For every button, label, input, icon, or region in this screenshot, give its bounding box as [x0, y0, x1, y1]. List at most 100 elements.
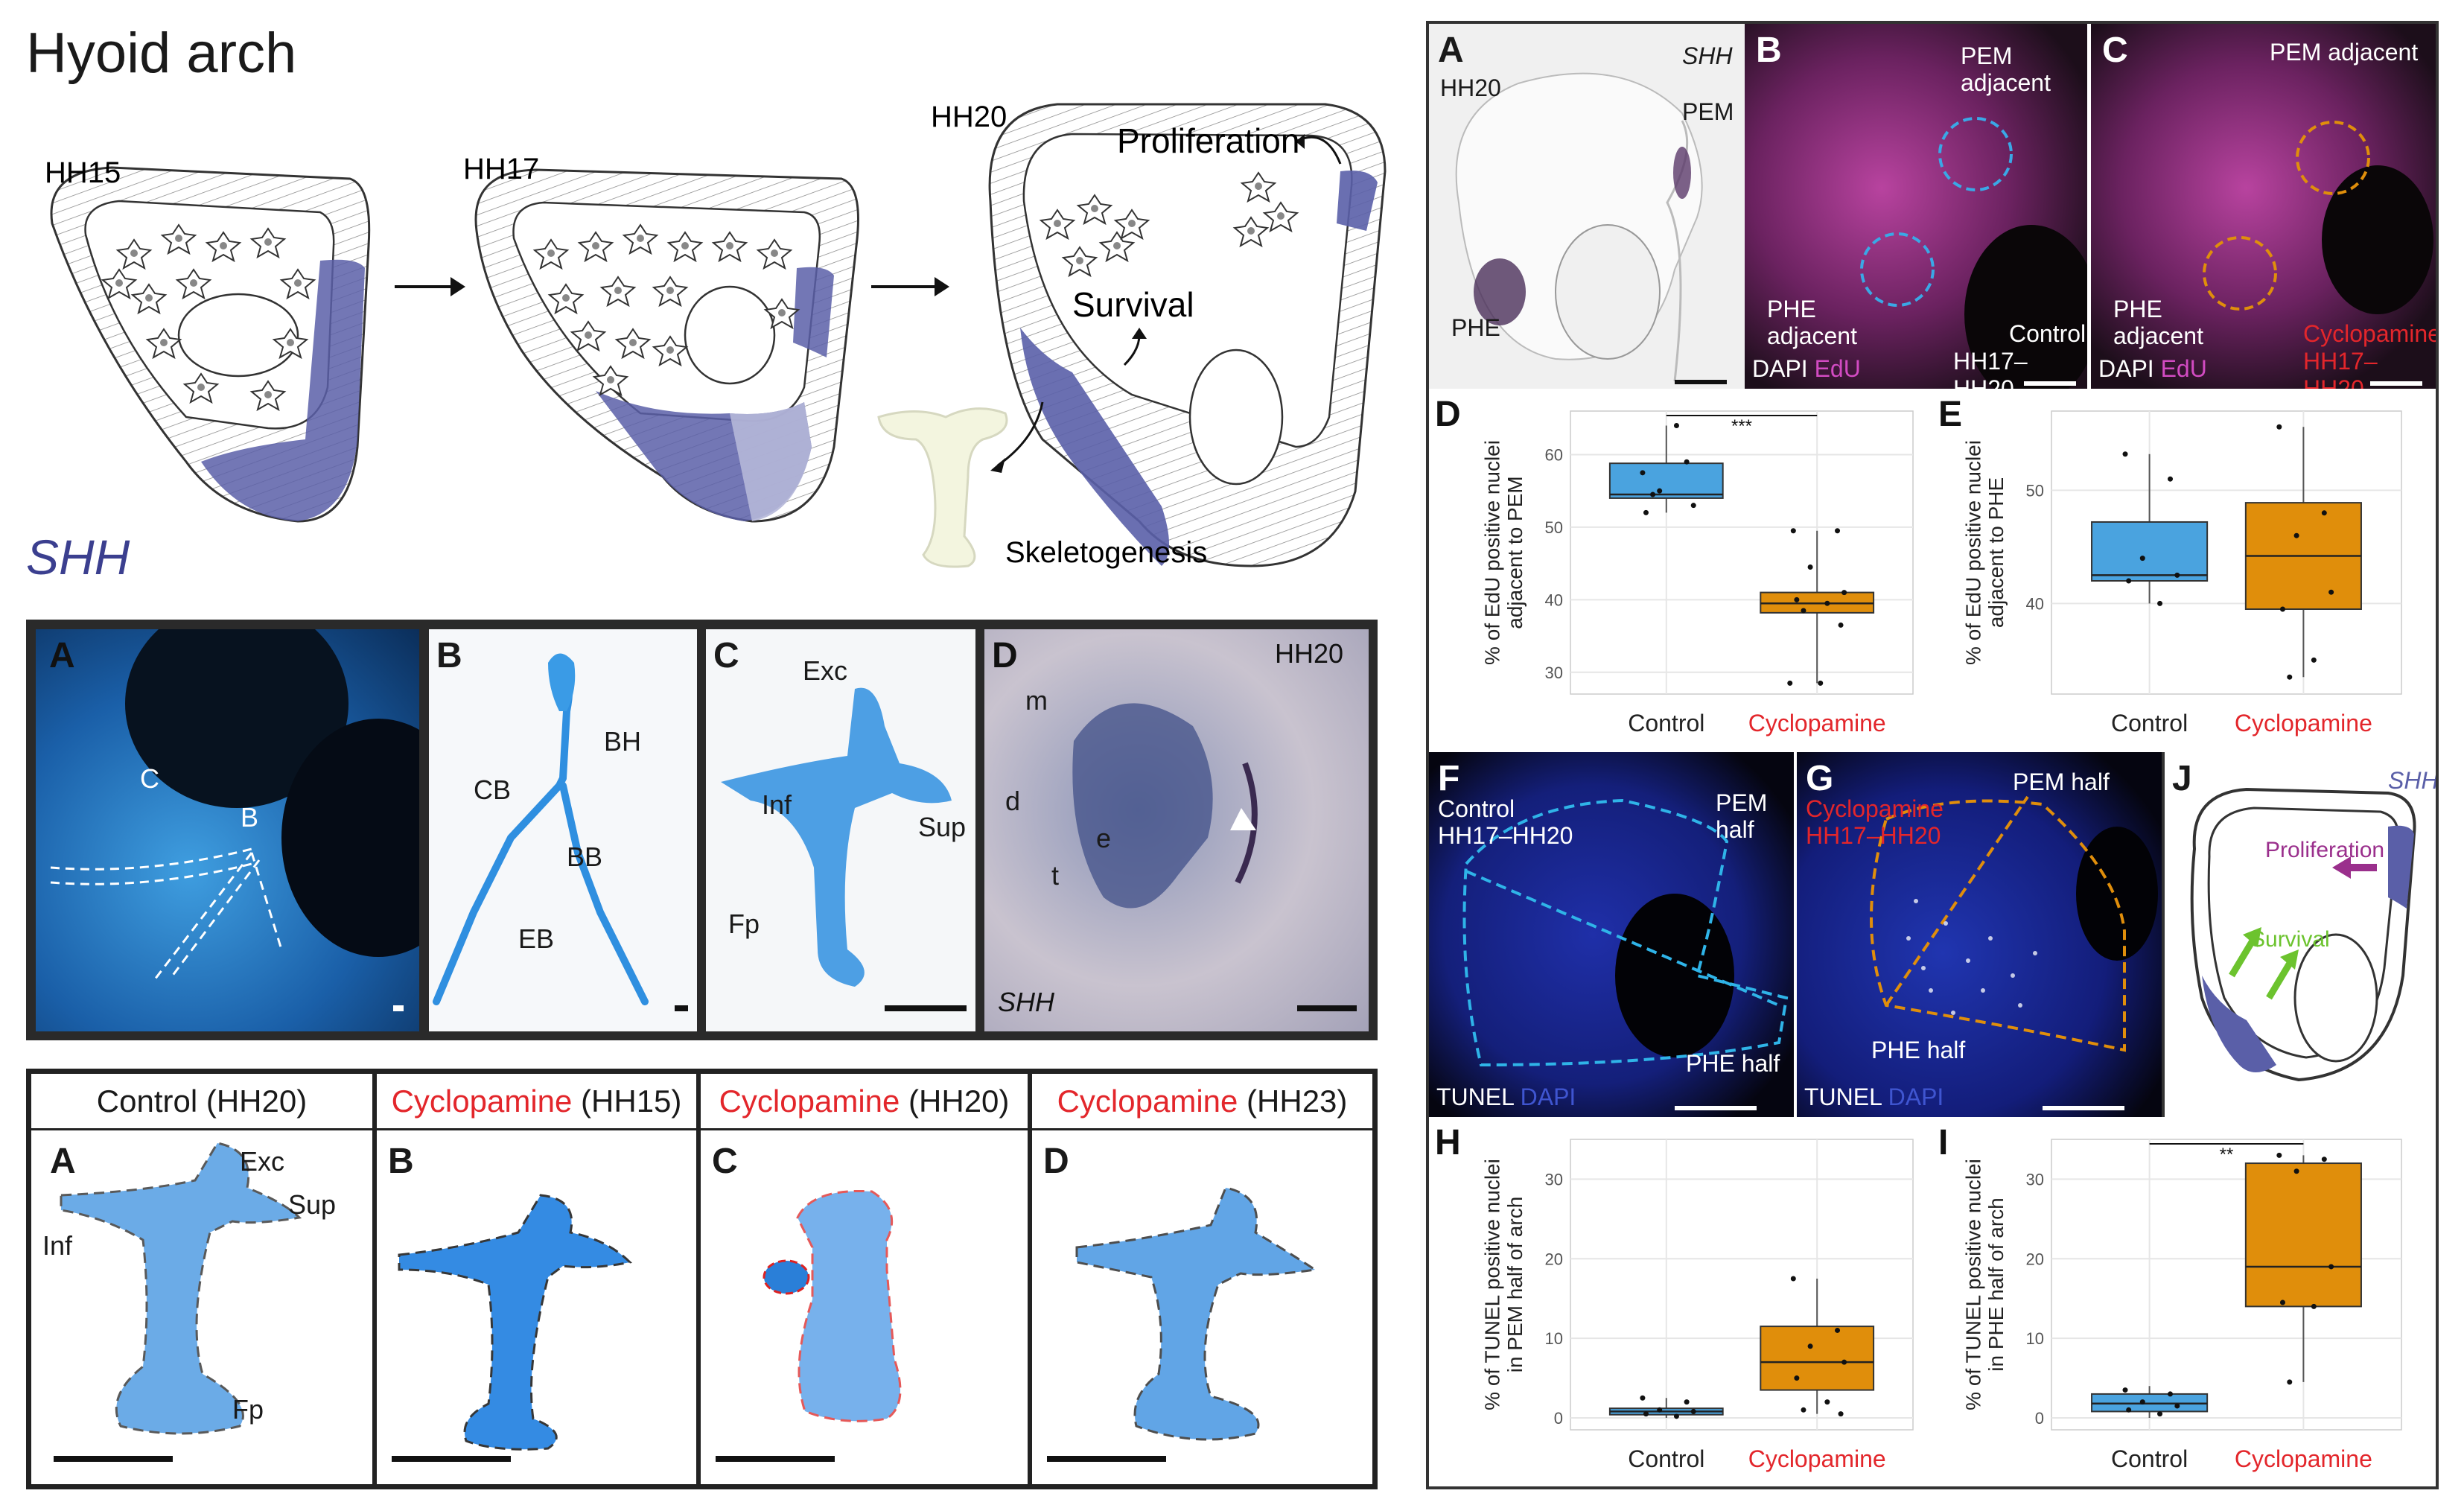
- data-point: [2328, 589, 2334, 595]
- y-tick-label: 0: [2035, 1409, 2044, 1428]
- y-tick-label: 50: [2026, 481, 2044, 500]
- y-tick-label: 20: [1545, 1250, 1563, 1268]
- photo-b-label-cb: CB: [474, 774, 512, 805]
- treatment-c-drug: Cyclopamine: [719, 1084, 900, 1119]
- right-b-dapi: DAPI: [1752, 355, 1808, 382]
- photo-b-letter: B: [436, 636, 462, 675]
- data-point: [1794, 596, 1800, 602]
- data-point: [1807, 1343, 1813, 1349]
- data-point: [1807, 564, 1813, 570]
- data-point: [2276, 1152, 2282, 1158]
- data-point: [2168, 1391, 2174, 1397]
- photo-d-label-m: m: [1025, 685, 1048, 716]
- right-a-stage: HH20: [1440, 74, 1501, 101]
- x-category-label: Control: [1628, 710, 1704, 736]
- data-point: [2311, 657, 2317, 663]
- stage-hh20-arch: [877, 103, 1387, 568]
- right-g-phe-half: PHE half: [1871, 1037, 1966, 1063]
- right-a-letter: A: [1438, 31, 1464, 70]
- data-point: [2279, 606, 2285, 612]
- data-point: [1824, 1399, 1830, 1405]
- y-tick-label: 40: [1545, 591, 1563, 609]
- data-point: [1801, 608, 1806, 614]
- data-point: [1835, 1327, 1841, 1333]
- treatment-panel-a: Control (HH20) A Exc Sup Inf Fp: [31, 1074, 372, 1484]
- data-point: [1684, 459, 1690, 465]
- right-b-condition: Control: [2009, 320, 2086, 347]
- y-tick-label: 30: [2026, 1170, 2044, 1189]
- box: [1760, 1326, 1875, 1391]
- data-point: [1835, 528, 1841, 534]
- photo-d-label-e: e: [1096, 823, 1112, 853]
- significance-label: ***: [1731, 416, 1752, 436]
- data-point: [2174, 572, 2180, 578]
- photo-d-label-d: d: [1005, 786, 1021, 816]
- right-j-gene: SHH: [2388, 767, 2436, 794]
- right-f-phe-half: PHE half: [1686, 1050, 1780, 1077]
- right-c-edu: EdU: [2160, 355, 2207, 382]
- data-point: [1657, 488, 1663, 494]
- plot-area: [1570, 410, 1914, 695]
- right-b-letter: B: [1756, 31, 1782, 70]
- data-point: [2287, 674, 2293, 680]
- data-point: [1673, 422, 1679, 428]
- right-a-phe: PHE: [1451, 314, 1500, 341]
- right-a-pem: PEM: [1682, 98, 1734, 125]
- right-panel-c: C PEM adjacent PHE adjacent Cyclopamine …: [2091, 24, 2436, 389]
- treatment-b-letter: B: [388, 1142, 414, 1181]
- treatment-a-letter: A: [50, 1142, 76, 1181]
- right-panel-a: A HH20 SHH PEM PHE: [1429, 24, 1745, 389]
- treatment-a-label-sup: Sup: [288, 1189, 337, 1220]
- data-point: [1640, 470, 1646, 476]
- photo-b-label-bb: BB: [567, 842, 603, 872]
- data-point: [2126, 1407, 2132, 1413]
- right-panel-j: J SHH Proliferation Survival: [2162, 752, 2436, 1117]
- data-point: [2321, 510, 2327, 516]
- diagram-skeletogenesis: Skeletogenesis: [1005, 536, 1207, 569]
- y-tick-label: 40: [2026, 594, 2044, 613]
- photo-b-label-bh: BH: [604, 726, 642, 757]
- right-g-pem-half: PEM half: [2013, 769, 2110, 795]
- right-c-range: HH17–HH20: [2303, 348, 2378, 389]
- data-point: [2279, 1299, 2285, 1305]
- chart-panel-letter: I: [1938, 1123, 1948, 1162]
- chart-panel-letter: D: [1435, 395, 1461, 434]
- data-point: [1650, 491, 1656, 497]
- photo-panel-a: A C B: [36, 629, 419, 1031]
- x-category-label: Cyclopamine: [2235, 1445, 2372, 1472]
- y-axis-label: % of TUNEL positive nucleiin PHE half of…: [1961, 1159, 2008, 1410]
- data-point: [1640, 1395, 1646, 1401]
- data-point: [2311, 1303, 2317, 1309]
- photo-c-label-sup: Sup: [918, 812, 967, 842]
- right-j-proliferation: Proliferation: [2265, 838, 2385, 862]
- y-axis-label: % of TUNEL positive nucleiin PEM half of…: [1480, 1159, 1527, 1410]
- data-point: [1684, 1399, 1690, 1405]
- photo-d-letter: D: [992, 636, 1018, 675]
- right-panel-b: B PEM adjacent PHE adjacent Control HH17…: [1745, 24, 2087, 389]
- box: [2244, 1162, 2362, 1308]
- data-point: [1690, 503, 1696, 509]
- photo-c-letter: C: [713, 636, 739, 675]
- data-point: [1801, 1407, 1806, 1413]
- photo-c-label-exc: Exc: [803, 655, 848, 686]
- treatment-b-drug: Cyclopamine: [391, 1084, 573, 1119]
- data-point: [2328, 1264, 2334, 1270]
- right-f-letter: F: [1438, 759, 1460, 798]
- data-point: [2157, 1411, 2163, 1417]
- data-point: [2293, 532, 2299, 538]
- photo-panel-b: B BH CB BB EB: [429, 629, 697, 1031]
- photo-c-label-inf: Inf: [762, 789, 792, 820]
- y-tick-label: 20: [2026, 1250, 2044, 1268]
- photo-d-label-t: t: [1051, 860, 1060, 891]
- right-c-condition: Cyclopamine: [2303, 320, 2436, 347]
- data-point: [2122, 1387, 2128, 1393]
- hyoid-arch-diagram: HH15 HH17 HH20 Proliferation Survival Sk…: [45, 101, 1387, 569]
- right-j-letter: J: [2172, 759, 2192, 798]
- y-tick-label: 10: [1545, 1329, 1563, 1348]
- chart-panel-letter: H: [1435, 1123, 1461, 1162]
- data-point: [1790, 1276, 1796, 1282]
- y-axis-label: % of EdU positive nucleiadjacent to PHE: [1961, 440, 2008, 665]
